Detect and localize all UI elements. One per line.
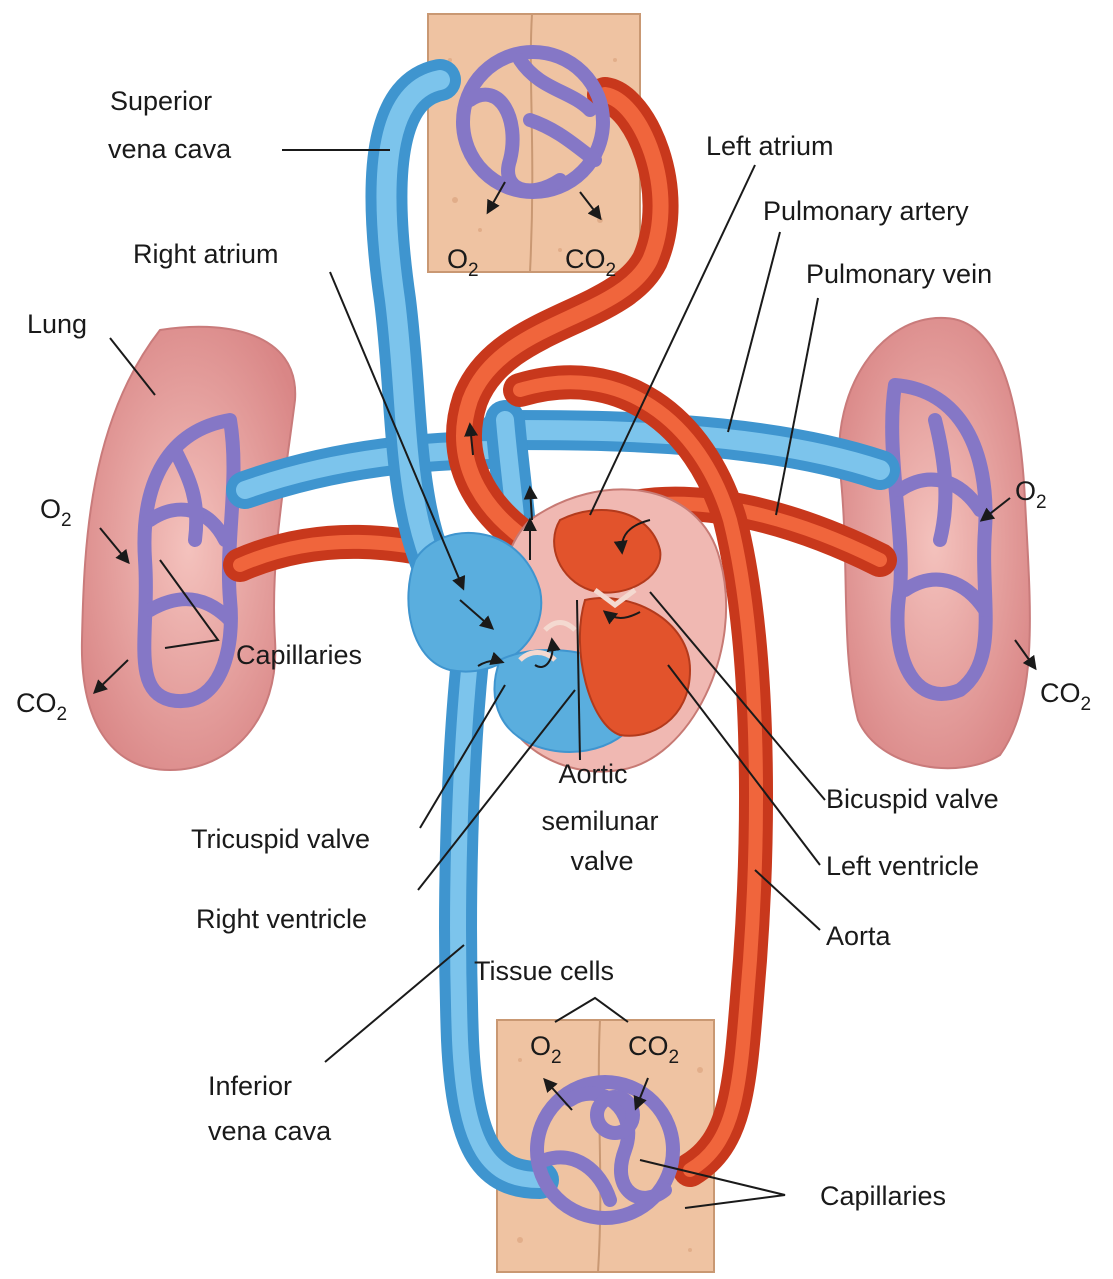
label-left-ventricle: Left ventricle [826,851,979,881]
gas-co2-left-lung: CO2 [16,688,67,725]
label-superior-vena-cava-1: Superior [110,86,212,116]
label-capillaries-tissue: Capillaries [820,1181,946,1211]
gas-co2-right-lung: CO2 [1040,678,1091,715]
leader-tissue-cells [555,998,628,1022]
label-pulmonary-artery: Pulmonary artery [763,196,969,226]
label-right-ventricle: Right ventricle [196,904,367,934]
label-lung: Lung [27,309,87,339]
label-aortic-valve-3: valve [570,846,633,876]
label-bicuspid-valve: Bicuspid valve [826,784,999,814]
label-aorta: Aorta [826,921,892,951]
label-right-atrium: Right atrium [133,239,279,269]
leader-pulmonary-artery [728,232,780,432]
label-superior-vena-cava-2: vena cava [108,134,232,164]
gas-o2-left-lung: O2 [40,494,72,531]
label-inferior-vena-cava-1: Inferior [208,1071,292,1101]
leader-pulmonary-vein [776,298,818,515]
label-aortic-valve-2: semilunar [541,806,658,836]
label-tricuspid-valve: Tricuspid valve [191,824,370,854]
label-inferior-vena-cava-2: vena cava [208,1116,332,1146]
label-left-atrium: Left atrium [706,131,834,161]
label-tissue-cells: Tissue cells [474,956,614,986]
label-pulmonary-vein: Pulmonary vein [806,259,992,289]
label-aortic-valve-1: Aortic [558,759,627,789]
label-capillaries-lung: Capillaries [236,640,362,670]
